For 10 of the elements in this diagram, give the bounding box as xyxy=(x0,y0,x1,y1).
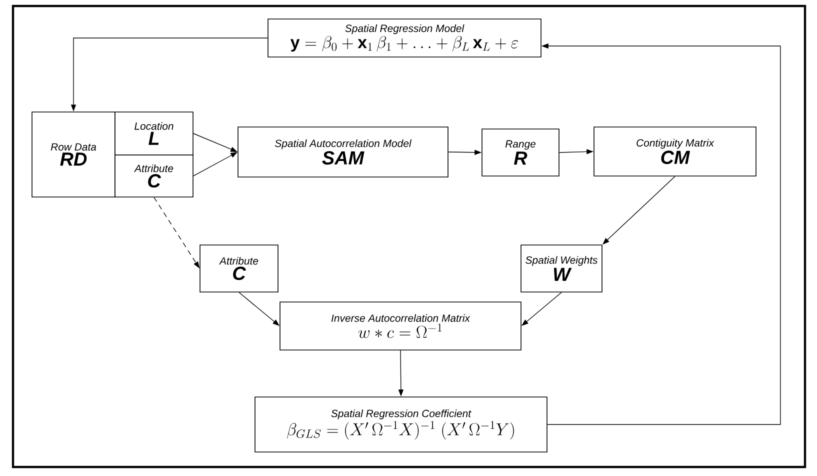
process-box: Attribute C xyxy=(200,244,278,292)
process-box: Attribute C xyxy=(114,154,194,198)
process-box: Location L xyxy=(114,112,194,156)
process-box: Spatial Weights W xyxy=(520,244,602,292)
process-box: Range R xyxy=(482,128,560,176)
process-box: Spatial Regression Coefficient $\beta_{GLS} = (X'\,\Omega^{-1} X)^{-1}\;(X'\,\Omega^{-1} Y)$ xyxy=(254,396,548,452)
process-box: Contiguity Matrix CM xyxy=(594,126,756,176)
process-box: Spatial Autocorrelation Model SAM xyxy=(238,126,448,178)
process-box: Spatial Regression Model $\mathbf{y}=\beta_{0}+\mathbf{x}_{1}\,\beta_{1}+\mathbf{\ldots}+\beta_{L}\,\mathbf{x}_{L}+\varepsilon$ xyxy=(268,18,542,58)
process-box: Inverse Autocorrelation Matrix $w * c = \Omega^{-1}$ xyxy=(280,302,522,350)
